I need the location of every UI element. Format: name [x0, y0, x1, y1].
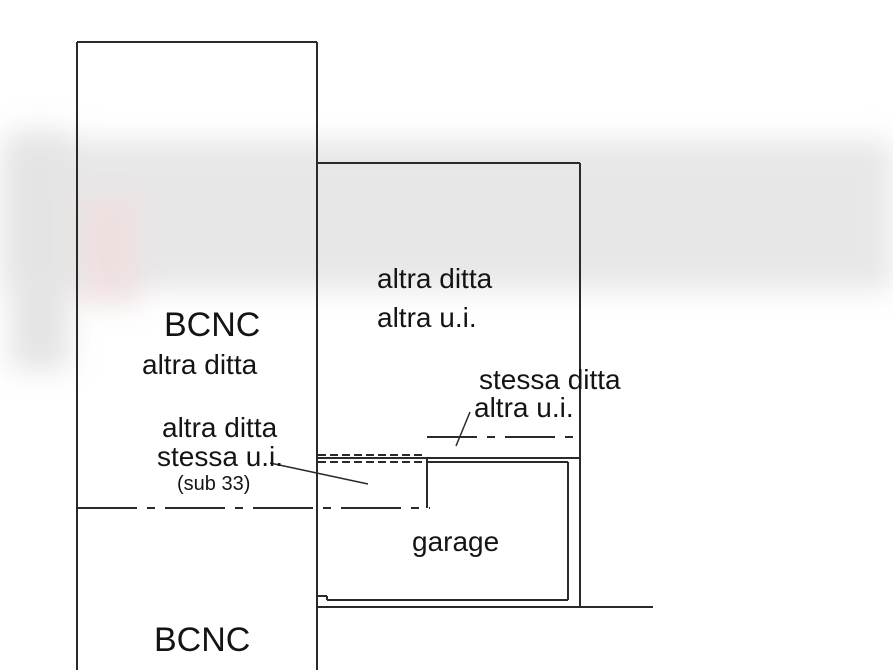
leader-lines — [269, 411, 471, 485]
blurred-band — [0, 130, 893, 370]
bcnc-top-label: BCNC — [164, 306, 260, 344]
upper-right-label-line2: altra u.i. — [377, 302, 477, 333]
dashed-boundaries — [77, 436, 580, 509]
bcnc-top-sub-label: altra ditta — [142, 349, 258, 380]
bcnc-bottom-label: BCNC — [154, 621, 250, 659]
upper-right-label-line1: altra ditta — [377, 263, 493, 294]
right-label-line1: stessa ditta — [479, 364, 621, 395]
left-mid-sub-label: (sub 33) — [177, 473, 250, 495]
left-mid-label-line1: altra ditta — [162, 412, 278, 443]
garage-label: garage — [412, 526, 499, 557]
right-label-line2: altra u.i. — [474, 392, 574, 423]
walls — [76, 41, 653, 670]
left-mid-label-line2: stessa u.i. — [157, 441, 283, 472]
